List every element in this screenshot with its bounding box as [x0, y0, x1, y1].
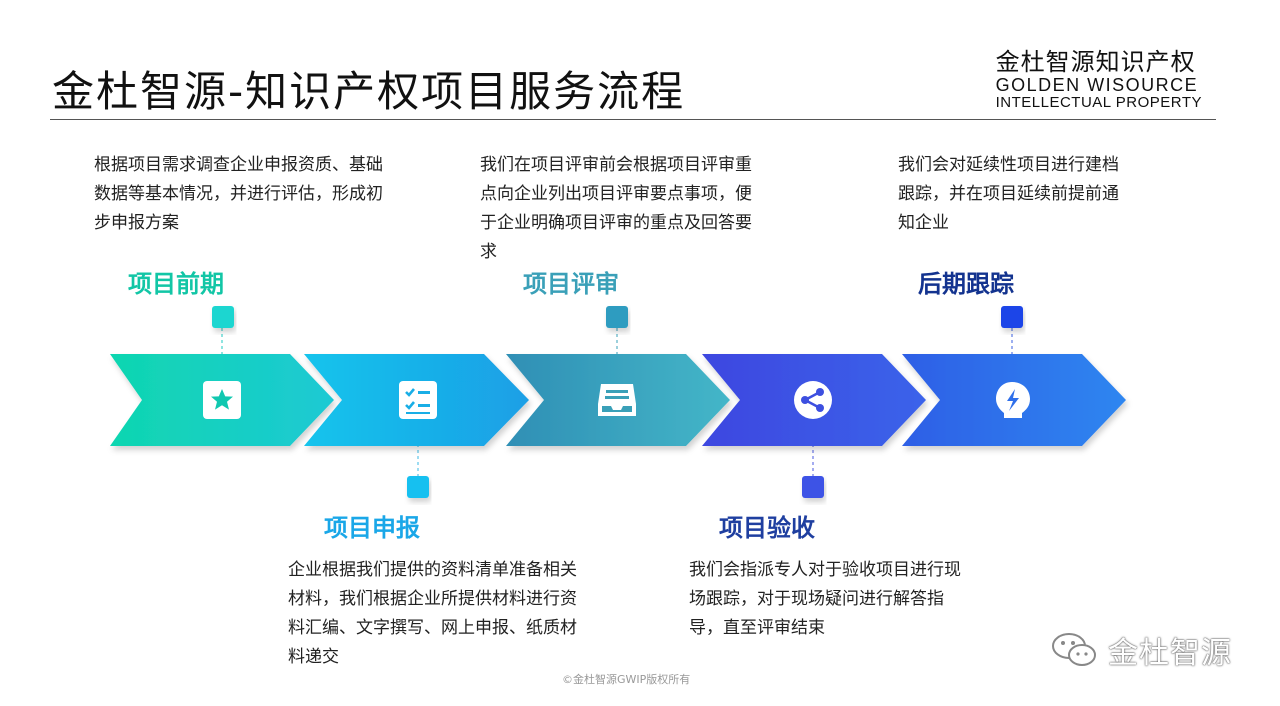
- copyright-text: ©金杜智源GWIP版权所有: [562, 673, 691, 686]
- logo-en-text-1: GOLDEN WISOURCE: [995, 75, 1199, 95]
- step-title-4: 项目验收: [719, 514, 815, 542]
- logo-en-text-2: INTELLECTUAL PROPERTY: [995, 94, 1202, 111]
- step-title-2: 项目申报: [324, 514, 420, 542]
- checklist-icon: [399, 381, 437, 419]
- process-arrows: [110, 306, 1126, 498]
- wechat-label: 金杜智源: [1108, 636, 1232, 671]
- company-logo: 金杜智源知识产权 GOLDEN WISOURCE INTELLECTUAL PR…: [996, 50, 1202, 110]
- step-description-5: 我们会对延续性项目进行建档跟踪，并在项目延续前提前通知企业: [898, 155, 1119, 233]
- page-title: 金杜智源-知识产权项目服务流程: [52, 67, 686, 116]
- wechat-watermark: 金杜智源: [1050, 628, 1232, 672]
- wechat-icon: [1052, 633, 1096, 666]
- logo-cn-text: 金杜智源知识产权: [995, 48, 1196, 76]
- step-description-3: 我们在项目评审前会根据项目评审重点向企业列出项目评审要点事项，便于企业明确项目评…: [480, 155, 752, 262]
- process-diagram: 根据项目需求调查企业申报资质、基础数据等基本情况，并进行评估，形成初步申报方案 …: [92, 140, 1138, 676]
- marker-square-2: [407, 476, 429, 498]
- marker-square-5: [1001, 306, 1023, 328]
- inbox-icon: [598, 384, 636, 416]
- lightbulb-icon: [996, 382, 1030, 418]
- marker-square-1: [212, 306, 234, 328]
- share-icon: [794, 381, 832, 419]
- marker-square-3: [606, 306, 628, 328]
- step-title-5: 后期跟踪: [918, 270, 1014, 298]
- step-title-3: 项目评审: [523, 270, 619, 298]
- star-icon: [203, 381, 241, 419]
- title-divider: [50, 119, 1216, 120]
- marker-square-4: [802, 476, 824, 498]
- step-title-1: 项目前期: [128, 270, 224, 298]
- step-description-1: 根据项目需求调查企业申报资质、基础数据等基本情况，并进行评估，形成初步申报方案: [94, 155, 383, 233]
- step-description-4: 我们会指派专人对于验收项目进行现场跟踪，对于现场疑问进行解答指导，直至评审结束: [689, 560, 961, 638]
- step-description-2: 企业根据我们提供的资料清单准备相关材料，我们根据企业所提供材料进行资料汇编、文字…: [288, 560, 577, 667]
